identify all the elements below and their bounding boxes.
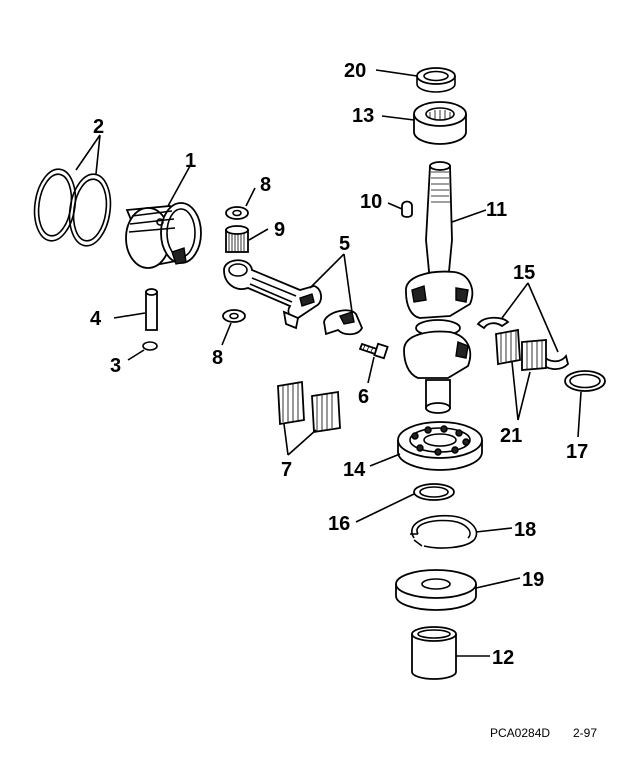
washer-top	[225, 206, 249, 220]
thrust-washer	[395, 569, 477, 611]
bushing	[411, 626, 457, 680]
callout-15: 15	[513, 262, 535, 284]
callout-17: 17	[566, 441, 588, 463]
callout-3: 3	[110, 355, 121, 377]
crankshaft	[403, 161, 474, 414]
retaining-ring	[410, 514, 478, 549]
figure-code: PCA0284D	[490, 726, 550, 740]
figure-date: 2-97	[573, 726, 597, 740]
callout-12: 12	[492, 647, 514, 669]
callout-10: 10	[360, 191, 382, 213]
connecting-rod-cap	[323, 309, 363, 336]
callout-19: 19	[522, 569, 544, 591]
leader-lines	[75, 69, 582, 657]
washer-bottom	[222, 309, 246, 323]
callout-13: 13	[352, 105, 374, 127]
needle-bearing	[225, 225, 249, 253]
ball-bearing	[397, 421, 483, 471]
callout-14: 14	[343, 459, 366, 481]
top-seal-ring	[416, 67, 456, 93]
callout-2: 2	[93, 116, 104, 138]
bearing-cage-halves	[277, 380, 341, 434]
piston	[125, 202, 202, 269]
woodruff-key	[401, 200, 413, 218]
callout-4: 4	[90, 308, 102, 330]
bearing-retainer-halves	[476, 316, 569, 370]
callout-9: 9	[274, 219, 285, 241]
callout-16: 16	[328, 513, 350, 535]
piston-rings	[33, 168, 112, 247]
callout-7: 7	[281, 459, 292, 481]
rod-bolt	[358, 342, 389, 360]
snap-ring	[413, 483, 455, 501]
pin-retainer-ring	[142, 341, 158, 351]
footer: PCA0284D 2-97	[490, 726, 597, 740]
callout-21: 21	[500, 425, 522, 447]
callout-5: 5	[339, 233, 350, 255]
side-seal-ring	[564, 370, 606, 392]
piston-pin	[145, 288, 158, 331]
callout-8-bottom: 8	[212, 347, 223, 369]
upper-bearing	[413, 101, 467, 145]
callout-11: 11	[486, 199, 507, 221]
callout-labels: 1 2 3 4 5 6 7 8 8 9 10 11 12 13 14 15 16…	[90, 60, 588, 669]
callout-1: 1	[185, 150, 196, 172]
callout-6: 6	[358, 386, 369, 408]
callout-8-top: 8	[260, 174, 271, 196]
callout-20: 20	[344, 60, 366, 82]
connecting-rod	[223, 259, 322, 330]
callout-18: 18	[514, 519, 536, 541]
crank-bearing-halves	[495, 328, 547, 371]
